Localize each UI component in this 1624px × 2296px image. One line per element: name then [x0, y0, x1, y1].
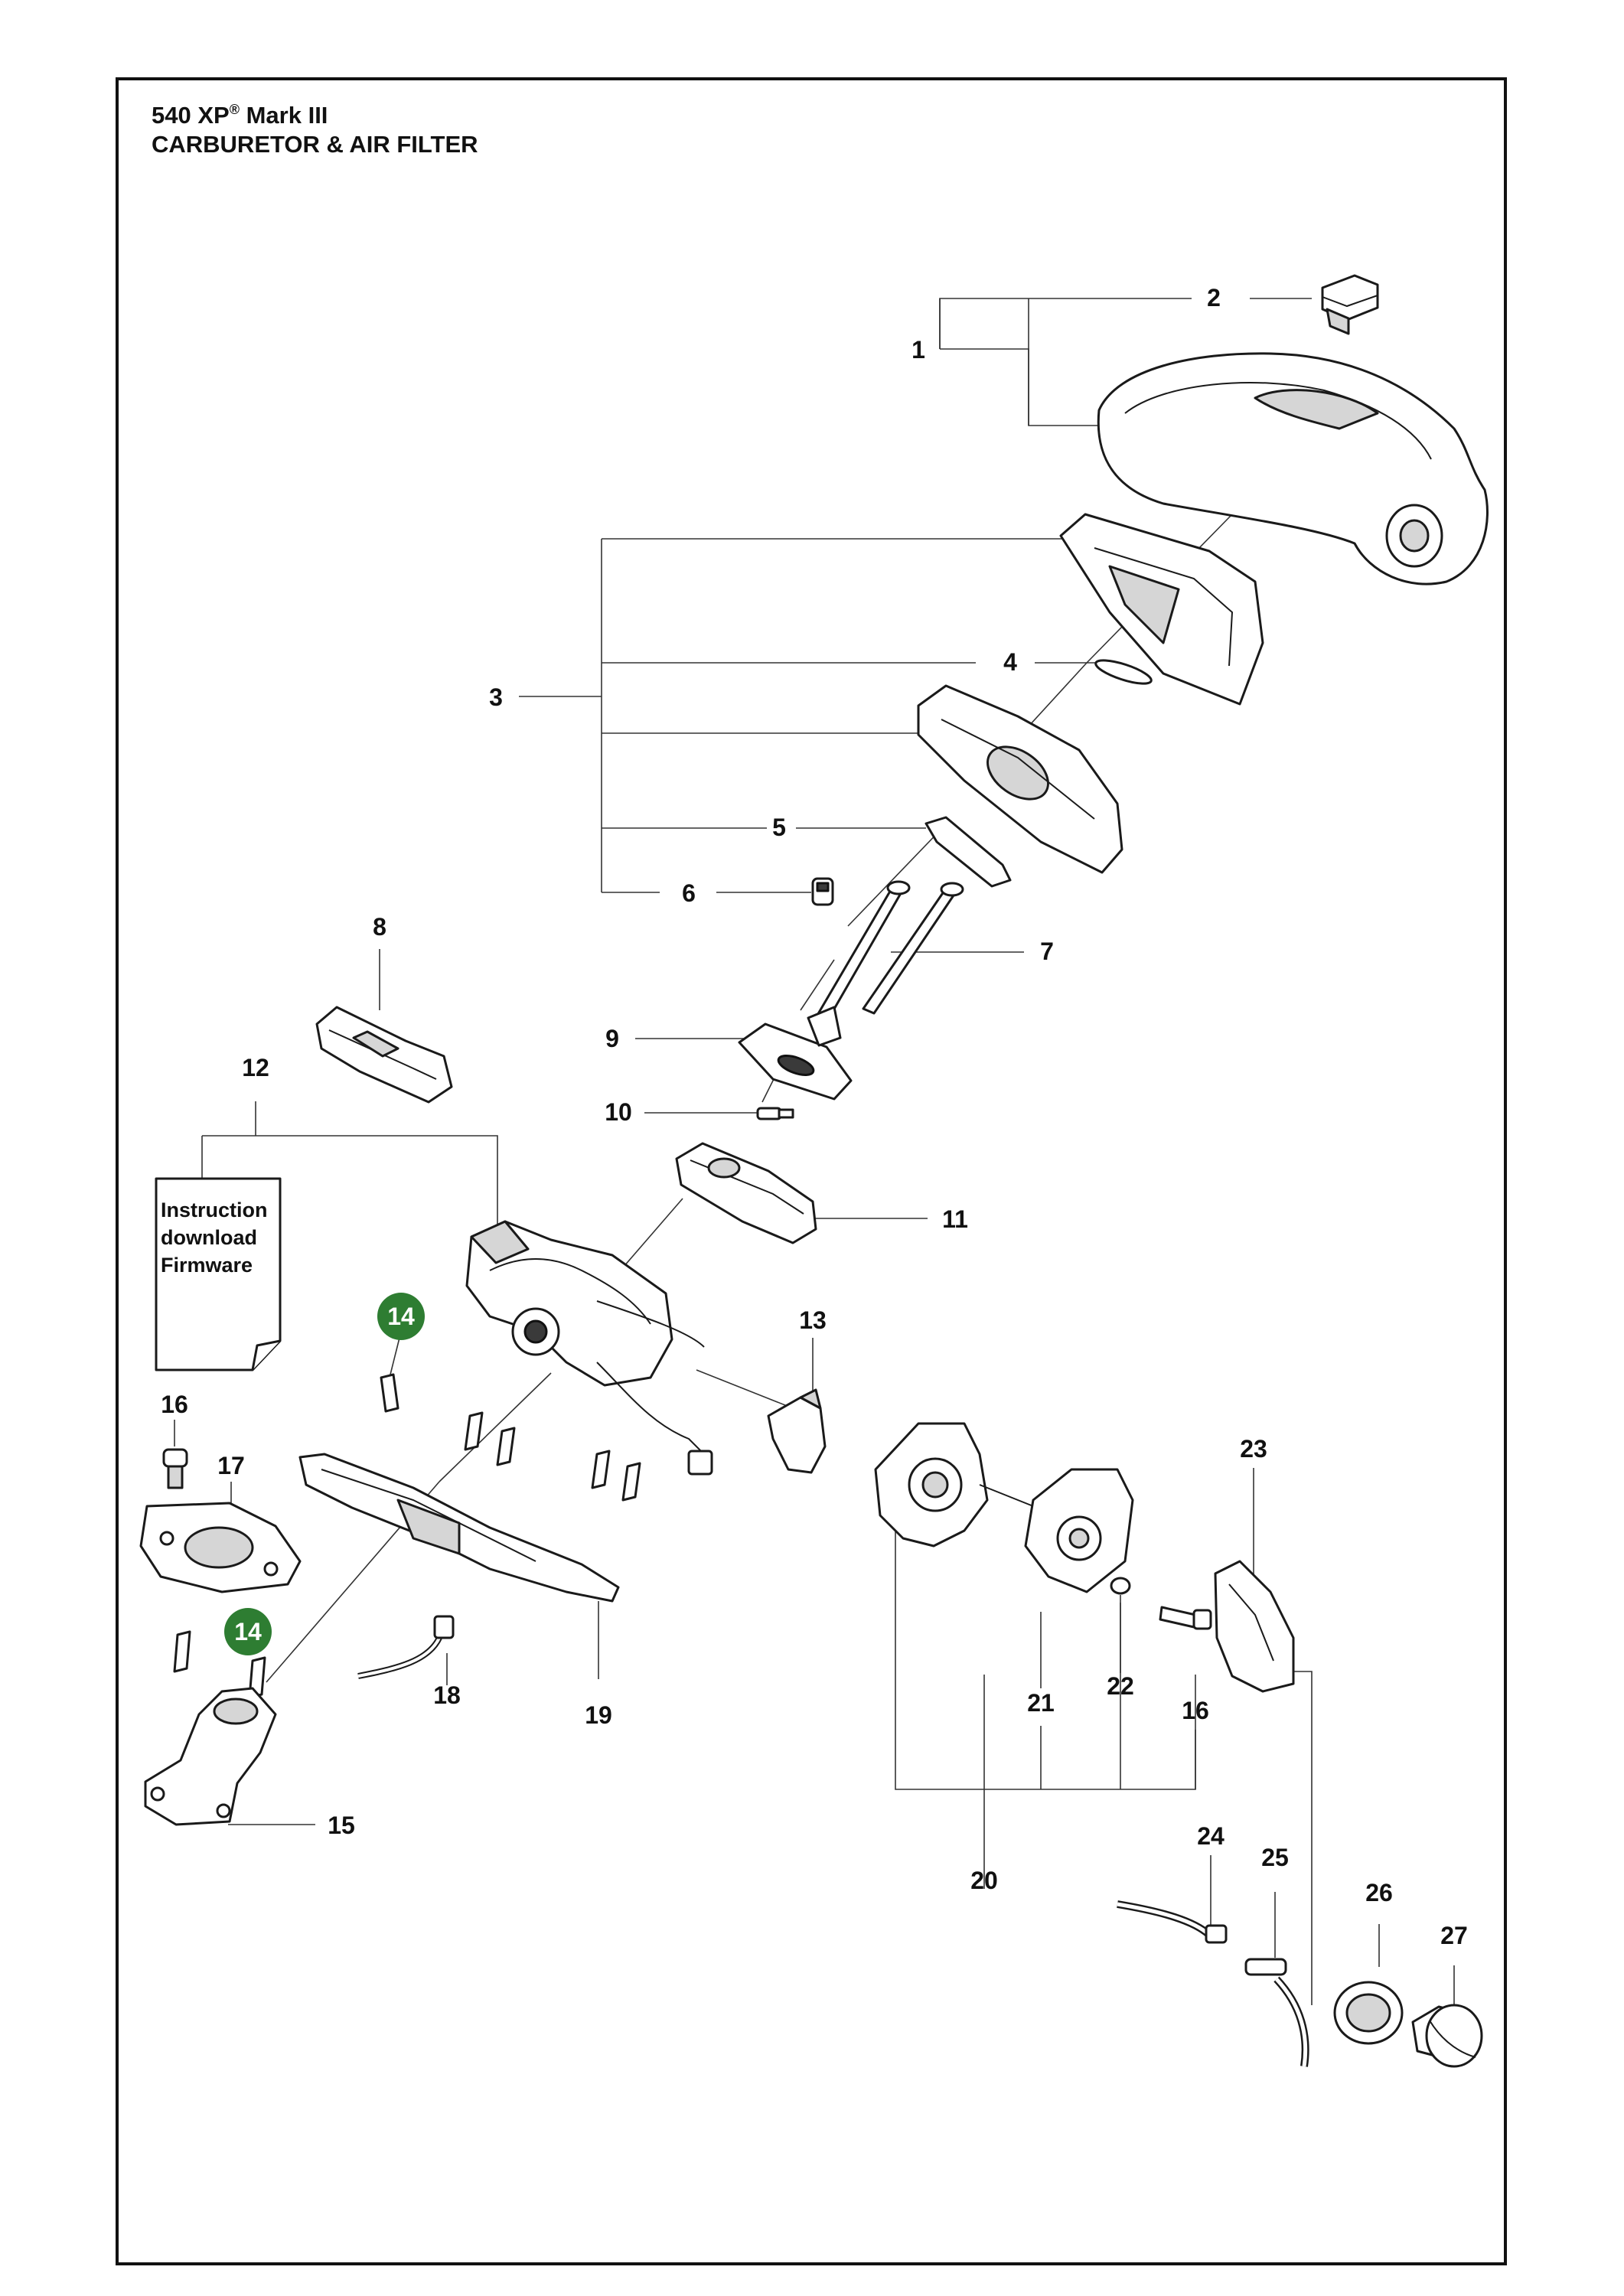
callout-19: 19 [585, 1701, 612, 1729]
model-line: 540 XP® Mark III [152, 95, 478, 130]
note-line-3: Firmware [161, 1254, 253, 1277]
part-27-primer-bulb [1411, 2004, 1483, 2068]
callout-23: 23 [1240, 1435, 1267, 1463]
callout-27: 27 [1440, 1922, 1468, 1949]
callout-14-b-label: 14 [234, 1618, 262, 1645]
part-16-screw-right [1159, 1606, 1212, 1630]
callout-14-badge-a: 14 [377, 1293, 425, 1340]
page-header: 540 XP® Mark III CARBURETOR & AIR FILTER [152, 95, 478, 159]
part-10-screw [756, 1107, 794, 1120]
callout-20: 20 [970, 1867, 998, 1894]
part-16-screw-left [162, 1448, 188, 1489]
callout-25: 25 [1261, 1844, 1289, 1871]
callout-13: 13 [799, 1306, 827, 1334]
callout-11: 11 [942, 1205, 968, 1233]
part-3-filter-housing [1059, 513, 1264, 706]
note-line-2: download [161, 1226, 257, 1249]
callout-5: 5 [772, 814, 786, 841]
part-24-fuel-hose [1117, 1900, 1228, 1944]
part-8-bracket [315, 1006, 453, 1104]
callout-4: 4 [1003, 648, 1017, 676]
callout-3: 3 [489, 683, 503, 711]
part-23-cover-plate [1214, 1560, 1295, 1693]
callout-16-left: 16 [161, 1391, 188, 1418]
leader-lines [174, 298, 1455, 2011]
part-7-bolts [810, 880, 964, 1032]
instruction-note-card: Instruction download Firmware [155, 1177, 282, 1371]
model-variant: Mark III [246, 102, 328, 129]
callout-10: 10 [605, 1098, 632, 1126]
part-11-cover [675, 1142, 817, 1244]
callout-26: 26 [1365, 1879, 1393, 1906]
part-15-intake-boot [144, 1687, 277, 1826]
callout-21: 21 [1027, 1689, 1055, 1717]
part-17-gasket [139, 1502, 302, 1593]
section-title: CARBURETOR & AIR FILTER [152, 131, 478, 158]
part-25-hose-fitting [1244, 1958, 1309, 2067]
callout-15: 15 [328, 1812, 355, 1839]
callout-8: 8 [373, 913, 386, 941]
part-13-lever [767, 1388, 827, 1474]
part-22-washer [1110, 1577, 1131, 1595]
callout-22: 22 [1107, 1672, 1134, 1700]
part-2-cover-knob [1321, 274, 1379, 335]
part-18-hose [357, 1615, 455, 1679]
callout-14-badge-b: 14 [224, 1608, 272, 1655]
part-21-housing [1024, 1468, 1134, 1593]
part-19-intake-manifold [298, 1453, 620, 1603]
diagram-border [116, 77, 1507, 2265]
part-9-flange [738, 1006, 853, 1101]
callout-16-right: 16 [1182, 1697, 1209, 1724]
note-line-1: Instruction [161, 1199, 268, 1221]
callout-24: 24 [1197, 1822, 1225, 1850]
callout-6: 6 [682, 879, 696, 907]
callout-2: 2 [1207, 284, 1221, 311]
part-20-fuel-pump [874, 1422, 1088, 1548]
callout-labels: 2 1 4 3 5 6 7 8 9 12 10 11 13 16 17 23 1… [161, 284, 1468, 1949]
part-26-ring [1333, 1981, 1404, 2045]
callout-9: 9 [605, 1025, 619, 1052]
part-1-filter-cover [1097, 352, 1489, 585]
part-4-seal [1094, 659, 1153, 685]
callout-17: 17 [217, 1452, 245, 1479]
callout-14-a-label: 14 [387, 1303, 415, 1330]
model-name: 540 XP [152, 102, 230, 129]
filter-plate [917, 684, 1123, 874]
callout-18: 18 [433, 1681, 461, 1709]
callout-12: 12 [242, 1054, 269, 1081]
callout-7: 7 [1040, 938, 1054, 965]
part-5-gasket [925, 816, 1012, 888]
part-12-carburetor-assembly [465, 1220, 713, 1476]
callout-1: 1 [911, 336, 925, 364]
part-6-grommet [811, 877, 834, 906]
registered-mark: ® [229, 102, 240, 117]
